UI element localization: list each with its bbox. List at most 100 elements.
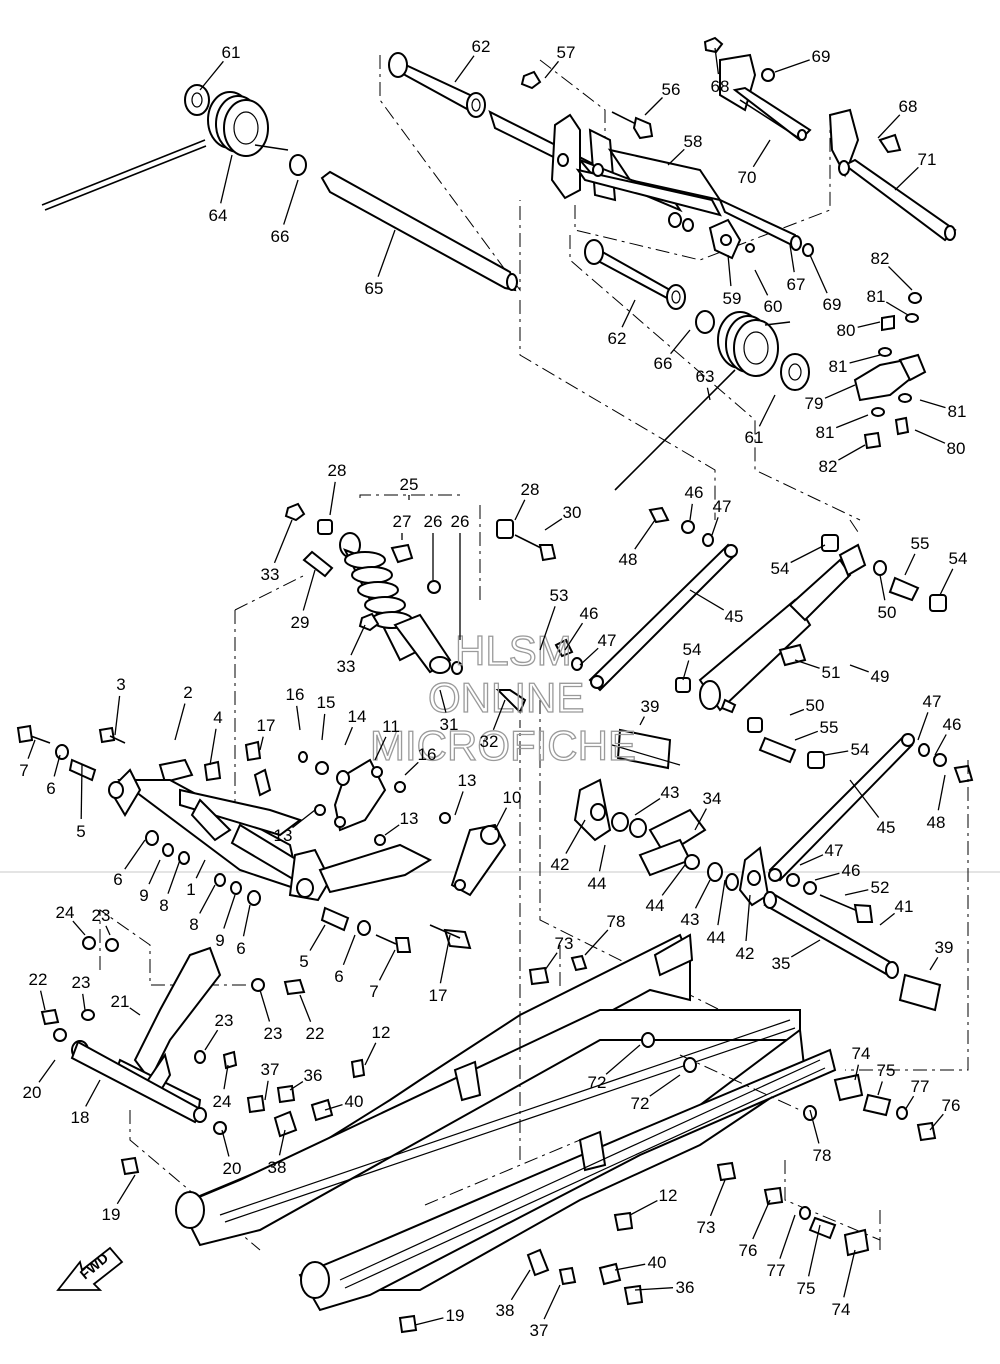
- callout-number: 82: [871, 249, 890, 268]
- callout-28: 28: [328, 461, 346, 516]
- callout-number: 3: [116, 675, 125, 694]
- callout-45: 45: [689, 589, 743, 626]
- callout-number: 6: [236, 939, 245, 958]
- callout-72: 72: [588, 1044, 641, 1092]
- callout-82: 82: [871, 249, 913, 291]
- callout-number: 56: [662, 80, 681, 99]
- callout-70: 70: [738, 139, 771, 187]
- callout-number: 61: [222, 43, 241, 62]
- callout-number: 54: [949, 549, 968, 568]
- callout-42: 42: [551, 819, 586, 874]
- callout-37: 37: [261, 1060, 280, 1101]
- callout-22: 22: [29, 970, 47, 1011]
- callout-number: 52: [871, 878, 890, 897]
- callout-number: 37: [261, 1060, 280, 1079]
- callout-leader-line: [745, 894, 751, 942]
- callout-number: 13: [400, 809, 419, 828]
- callout-23: 23: [92, 906, 111, 936]
- callout-9: 9: [215, 894, 236, 950]
- callout-leader-line: [694, 879, 711, 909]
- callout-38: 38: [496, 1269, 531, 1320]
- callout-leader-line: [914, 429, 946, 444]
- callout-number: 79: [805, 394, 824, 413]
- callout-24: 24: [213, 1064, 231, 1111]
- shock-absorber: [339, 532, 452, 674]
- callout-17: 17: [429, 934, 451, 1005]
- callout-number: 38: [268, 1158, 287, 1177]
- callout-leader-line: [72, 920, 86, 936]
- callout-54: 54: [939, 549, 968, 596]
- callout-leader-line: [27, 739, 36, 759]
- callout-81: 81: [829, 354, 881, 376]
- callout-18: 18: [71, 1079, 101, 1127]
- callout-leader-line: [709, 1179, 726, 1217]
- callout-number: 8: [189, 915, 198, 934]
- callout-75: 75: [797, 1224, 821, 1298]
- callout-17: 17: [257, 716, 276, 751]
- callout-number: 77: [767, 1261, 786, 1280]
- callout-44: 44: [646, 864, 686, 915]
- callout-81: 81: [867, 287, 909, 316]
- callout-leader-line: [790, 544, 826, 564]
- callout-number: 7: [19, 761, 28, 780]
- callout-45: 45: [849, 779, 896, 837]
- callout-76: 76: [739, 1199, 771, 1260]
- callout-number: 80: [947, 439, 966, 458]
- callout-30: 30: [544, 503, 581, 531]
- callout-number: 4: [213, 708, 222, 727]
- callout-leader-line: [374, 736, 387, 761]
- callout-leader-line: [809, 1109, 820, 1144]
- callout-number: 55: [911, 534, 930, 553]
- callout-number: 67: [787, 275, 806, 294]
- callout-leader-line: [824, 750, 849, 756]
- callout-leader-line: [350, 624, 366, 656]
- link-rod-45-lower: [768, 733, 915, 882]
- callout-number: 45: [877, 818, 896, 837]
- callout-26: 26: [451, 512, 469, 640]
- callout-81: 81: [816, 414, 869, 442]
- callout-63: 63: [696, 367, 714, 401]
- callout-number: 35: [772, 954, 791, 973]
- callout-leader-line: [220, 154, 233, 204]
- callout-number: 17: [257, 716, 276, 735]
- callout-80: 80: [914, 429, 966, 458]
- callout-number: 44: [707, 928, 726, 947]
- callout-number: 77: [911, 1077, 930, 1096]
- callout-leader-line: [209, 728, 217, 766]
- callout-54: 54: [682, 640, 701, 681]
- callout-54: 54: [771, 544, 826, 578]
- callout-number: 51: [822, 663, 841, 682]
- callout-number: 40: [345, 1092, 364, 1111]
- callout-69: 69: [809, 254, 841, 314]
- callout-29: 29: [291, 569, 316, 632]
- callout-62: 62: [454, 37, 491, 83]
- callout-leader-line: [283, 179, 299, 225]
- torsion-spring-right: [614, 311, 791, 491]
- callout-leader-line: [649, 1074, 681, 1097]
- callout-47: 47: [917, 692, 941, 741]
- callout-leader-line: [934, 734, 947, 756]
- callout-67: 67: [787, 244, 806, 294]
- callout-number: 66: [654, 354, 673, 373]
- callout-leader-line: [242, 904, 251, 937]
- callout-35: 35: [772, 939, 821, 973]
- callout-leader-line: [667, 148, 685, 166]
- tube-62-top: [388, 52, 486, 118]
- callout-number: 8: [159, 896, 168, 915]
- callout-number: 16: [418, 745, 437, 764]
- callout-6: 6: [334, 934, 356, 986]
- callout-number: 62: [608, 329, 627, 348]
- callout-16: 16: [286, 685, 304, 731]
- callout-leader-line: [752, 1199, 771, 1240]
- callout-number: 31: [440, 715, 459, 734]
- callout-leader-line: [849, 664, 869, 673]
- callout-leader-line: [939, 568, 954, 596]
- callout-leader-line: [814, 872, 840, 881]
- callout-46: 46: [685, 483, 704, 521]
- callout-number: 62: [472, 37, 491, 56]
- callout-number: 46: [685, 483, 704, 502]
- callout-leader-line: [634, 798, 661, 816]
- callout-73: 73: [697, 1179, 726, 1237]
- callout-6: 6: [113, 839, 146, 889]
- callout-77: 77: [767, 1214, 796, 1280]
